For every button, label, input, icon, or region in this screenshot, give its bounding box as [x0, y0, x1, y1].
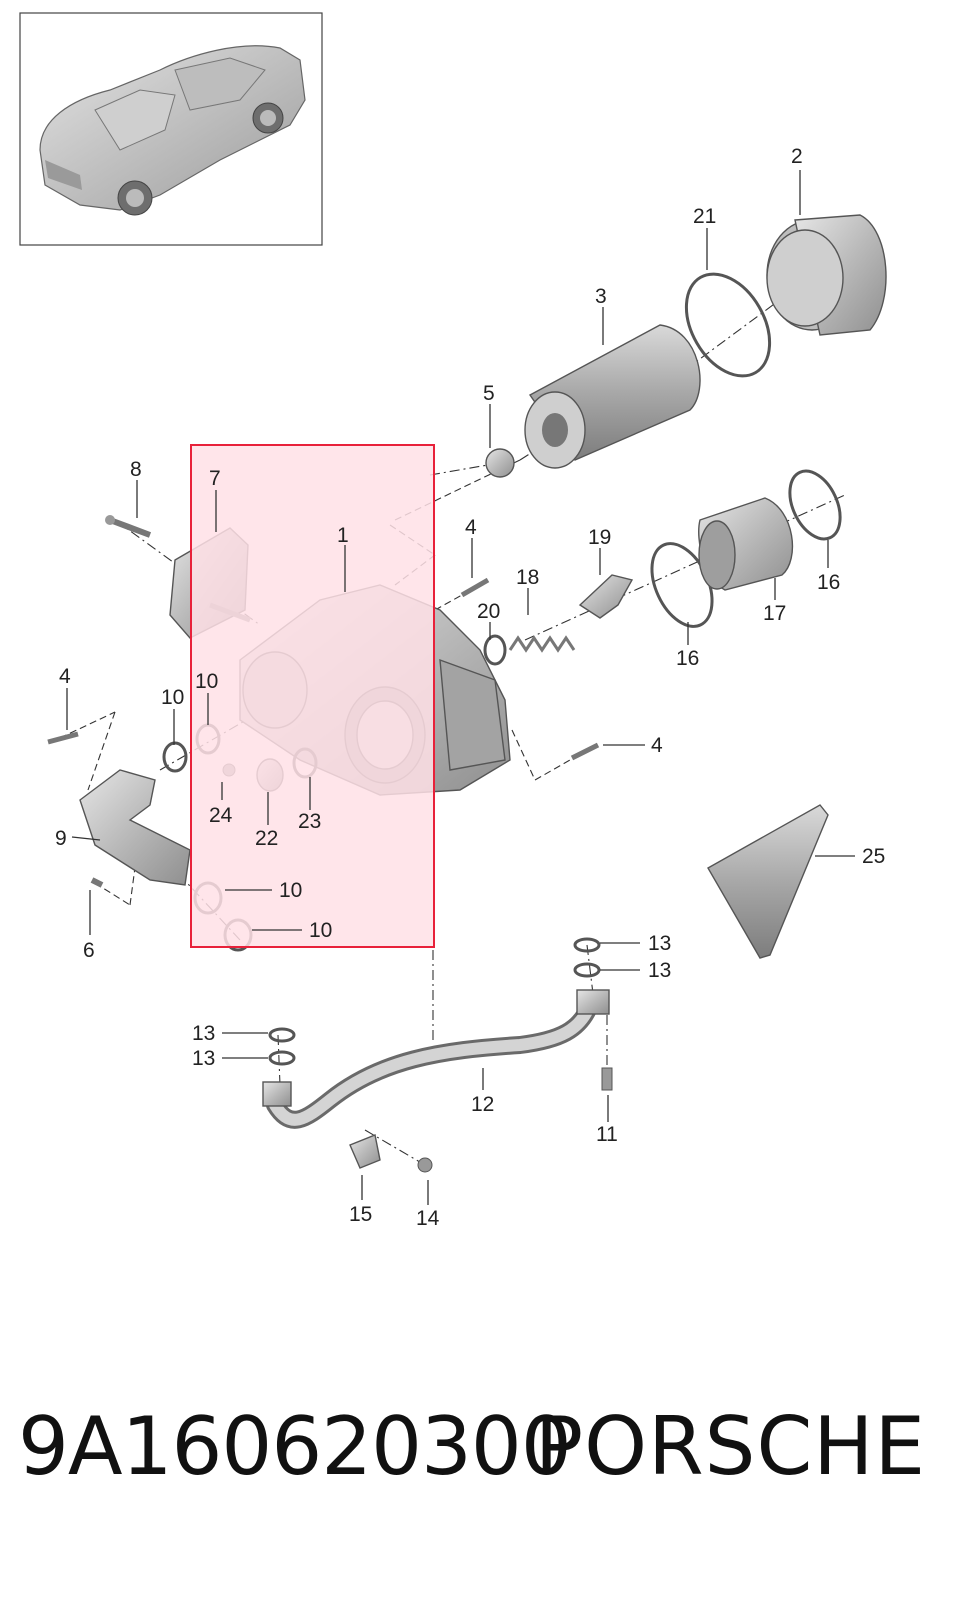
- callout-13-b: 13: [648, 959, 671, 982]
- callout-24: 24: [209, 804, 233, 827]
- callout-17: 17: [763, 602, 786, 625]
- callout-8: 8: [130, 458, 142, 481]
- valve-piston: [578, 574, 634, 619]
- callout-4-right: 4: [651, 734, 663, 757]
- oil-filter-element: [524, 324, 701, 469]
- callout-10-b: 10: [195, 670, 218, 693]
- callout-6: 6: [83, 939, 95, 962]
- callout-14: 14: [416, 1207, 440, 1230]
- callout-12: 12: [471, 1093, 494, 1116]
- callout-2: 2: [791, 145, 803, 168]
- oil-filter-cap: [766, 214, 887, 336]
- callout-21: 21: [693, 205, 716, 228]
- valve-spring: [508, 635, 576, 653]
- filter-cap-o-ring: [684, 272, 772, 378]
- callout-leaders: [66, 170, 855, 1205]
- car-illustration: [39, 45, 306, 216]
- callout-10-d: 10: [309, 919, 332, 942]
- callout-20: 20: [477, 600, 500, 623]
- callout-19: 19: [588, 526, 611, 549]
- callout-18: 18: [516, 566, 539, 589]
- pipe-seal-rings: [268, 937, 601, 1066]
- callout-7: 7: [209, 467, 221, 490]
- callout-labels: 2 21 3 5 8 7 1 4 19 18 20 16 17 16 4 10 …: [55, 145, 885, 1230]
- elbow-pipe-9: [79, 769, 191, 886]
- part-number: 9A160620300: [18, 1400, 572, 1493]
- callout-15: 15: [349, 1203, 372, 1226]
- connector-sleeve: [698, 497, 794, 591]
- callout-4-top: 4: [465, 516, 477, 539]
- callout-1: 1: [337, 524, 349, 547]
- housing-bolts: [47, 577, 600, 888]
- callout-16-right: 16: [817, 571, 840, 594]
- callout-5: 5: [483, 382, 495, 405]
- callout-13-c: 13: [192, 1022, 215, 1045]
- callout-10-c: 10: [279, 879, 302, 902]
- footer: 9A160620300 PORSCHE: [0, 1400, 976, 1520]
- callout-25: 25: [862, 845, 885, 868]
- check-valve: [485, 448, 515, 478]
- heat-shield-25: [707, 804, 829, 959]
- callout-13-d: 13: [192, 1047, 215, 1070]
- callout-16-left: 16: [676, 647, 699, 670]
- vehicle-thumbnail: [19, 12, 323, 246]
- callout-9: 9: [55, 827, 67, 850]
- oil-return-pipe-12: [262, 989, 610, 1129]
- highlight-box: [190, 444, 435, 948]
- callout-4-left: 4: [59, 665, 71, 688]
- callout-10-a: 10: [161, 686, 184, 709]
- bolt-8: [105, 515, 152, 538]
- callout-11: 11: [596, 1123, 618, 1146]
- pipe-bracket-bolts: [349, 1067, 613, 1173]
- brand-name: PORSCHE: [534, 1400, 926, 1493]
- callout-13-a: 13: [648, 932, 671, 955]
- callout-23: 23: [298, 810, 321, 833]
- callout-3: 3: [595, 285, 607, 308]
- callout-22: 22: [255, 827, 278, 850]
